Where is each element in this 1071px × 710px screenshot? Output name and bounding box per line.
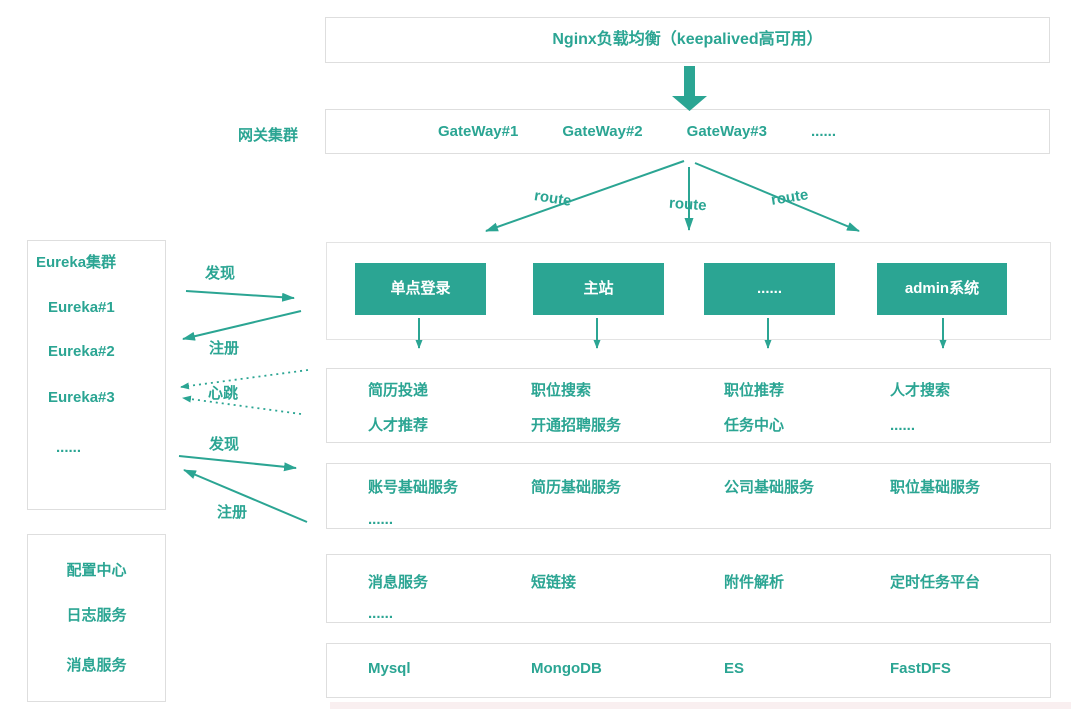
service-item: 附件解析 bbox=[724, 574, 785, 591]
service-item: 消息服务 bbox=[368, 574, 429, 591]
eureka-cluster-title: Eureka集群 bbox=[36, 254, 117, 271]
discover-label-2: 发现 bbox=[209, 436, 240, 453]
discover-label-1: 发现 bbox=[205, 265, 236, 282]
nginx-lb-box: Nginx负载均衡（keepalived高可用） bbox=[325, 17, 1050, 63]
service-item: 公司基础服务 bbox=[724, 479, 815, 496]
service-item-ellipsis: ...... bbox=[890, 417, 916, 434]
gateway-item: GateWay#3 bbox=[686, 123, 767, 140]
service-item: 职位搜索 bbox=[531, 382, 592, 399]
discover-arrow-2 bbox=[178, 455, 297, 472]
storage-item: Mysql bbox=[368, 660, 411, 677]
service-item: 简历基础服务 bbox=[531, 479, 622, 496]
app-box-ellipsis: ...... bbox=[704, 263, 835, 315]
register-label-2: 注册 bbox=[217, 504, 248, 521]
eureka-node-ellipsis: ...... bbox=[56, 439, 82, 456]
register-label-1: 注册 bbox=[209, 340, 240, 357]
common-services-box: 消息服务 短链接 附件解析 定时任务平台 ...... bbox=[326, 554, 1051, 623]
service-item: 人才推荐 bbox=[368, 417, 429, 434]
eureka-node: Eureka#1 bbox=[48, 299, 115, 316]
service-item: 账号基础服务 bbox=[368, 479, 459, 496]
discover-arrow-1 bbox=[185, 290, 295, 302]
base-services-box: 账号基础服务 简历基础服务 公司基础服务 职位基础服务 ...... bbox=[326, 463, 1051, 529]
service-item: 开通招聘服务 bbox=[531, 417, 622, 434]
eureka-cluster-box: Eureka集群 Eureka#1 Eureka#2 Eureka#3 ....… bbox=[27, 240, 166, 510]
storage-item: FastDFS bbox=[890, 660, 951, 677]
eureka-node: Eureka#3 bbox=[48, 389, 115, 406]
app-box-main-site: 主站 bbox=[533, 263, 664, 315]
nginx-lb-label: Nginx负载均衡（keepalived高可用） bbox=[552, 31, 823, 48]
service-item: 任务中心 bbox=[724, 417, 785, 434]
gateway-cluster-box: GateWay#1 GateWay#2 GateWay#3 ...... bbox=[325, 109, 1050, 154]
service-item: 职位推荐 bbox=[724, 382, 785, 399]
service-item: 简历投递 bbox=[368, 382, 429, 399]
service-item: 定时任务平台 bbox=[890, 574, 981, 591]
app-box-admin: admin系统 bbox=[877, 263, 1007, 315]
heartbeat-arrow-lower bbox=[182, 395, 302, 415]
infra-services-box: 配置中心 日志服务 消息服务 bbox=[27, 534, 166, 702]
storage-services-box: Mysql MongoDB ES FastDFS bbox=[326, 643, 1051, 698]
service-item: 人才搜索 bbox=[890, 382, 951, 399]
bottom-strip bbox=[330, 702, 1071, 709]
service-item: 职位基础服务 bbox=[890, 479, 981, 496]
business-services-box: 简历投递 职位搜索 职位推荐 人才搜索 人才推荐 开通招聘服务 任务中心 ...… bbox=[326, 368, 1051, 443]
route-label-middle: route bbox=[668, 194, 708, 215]
infra-service: 配置中心 bbox=[66, 562, 127, 579]
gateway-item: GateWay#1 bbox=[438, 123, 519, 140]
gateway-cluster-side-label: 网关集群 bbox=[238, 127, 299, 144]
gateway-item: GateWay#2 bbox=[562, 123, 643, 140]
service-item-ellipsis: ...... bbox=[368, 605, 394, 622]
register-arrow-1 bbox=[182, 310, 302, 341]
storage-item: MongoDB bbox=[531, 660, 602, 677]
route-arrow-left bbox=[485, 160, 685, 232]
infra-service: 消息服务 bbox=[66, 657, 127, 674]
infra-service: 日志服务 bbox=[66, 607, 127, 624]
heartbeat-label: 心跳 bbox=[208, 385, 239, 402]
route-label-right: route bbox=[769, 186, 810, 209]
service-item-ellipsis: ...... bbox=[368, 511, 394, 528]
heartbeat-arrow-upper bbox=[180, 369, 309, 390]
eureka-node: Eureka#2 bbox=[48, 343, 115, 360]
route-label-left: route bbox=[532, 187, 573, 210]
gateway-item: ...... bbox=[810, 123, 836, 140]
service-item: 短链接 bbox=[531, 574, 577, 591]
nginx-to-gateway-thick-arrow bbox=[672, 66, 707, 111]
apps-container-box: 单点登录 主站 ...... admin系统 bbox=[326, 242, 1051, 340]
app-box-sso: 单点登录 bbox=[355, 263, 486, 315]
storage-item: ES bbox=[724, 660, 745, 677]
